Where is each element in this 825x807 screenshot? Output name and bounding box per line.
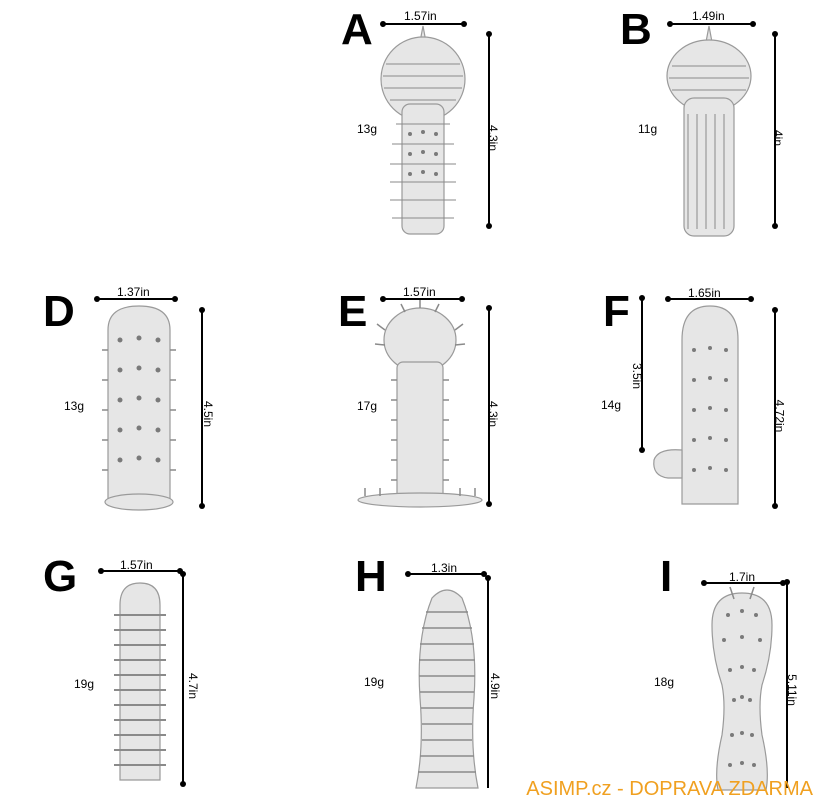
- dimension-endpoint: [639, 295, 645, 301]
- dimension-endpoint: [172, 296, 178, 302]
- dimension-endpoint: [772, 31, 778, 37]
- panel-letter: G: [43, 552, 78, 601]
- length-dimension-line: [488, 308, 490, 504]
- weight-label: 17g: [357, 399, 378, 413]
- length-dimension-line: [774, 34, 776, 226]
- product-image-g: [114, 582, 166, 781]
- length-label: 5.11in: [784, 674, 799, 706]
- length-dimension-line: [488, 34, 490, 226]
- dimension-endpoint: [380, 21, 386, 27]
- product-image-d: [102, 305, 176, 511]
- product-image-a: [380, 25, 466, 235]
- width-dimension-line: [383, 23, 465, 25]
- weight-label: 18g: [654, 675, 675, 689]
- dimension-endpoint: [486, 305, 492, 311]
- dimension-endpoint: [780, 580, 786, 586]
- dimension-endpoint: [639, 447, 645, 453]
- length-label: 4.5in: [201, 400, 216, 428]
- dimension-endpoint: [405, 571, 411, 577]
- panel-letter: D: [43, 287, 75, 336]
- dimension-endpoint: [772, 223, 778, 229]
- width-dimension-line: [670, 23, 754, 25]
- dimension-endpoint: [784, 579, 790, 585]
- length-label: 4.7in: [186, 672, 201, 700]
- dimension-endpoint: [180, 571, 186, 577]
- panel-letter: B: [620, 5, 652, 54]
- dimension-endpoint: [481, 571, 487, 577]
- length-dimension-line: [774, 310, 776, 506]
- dimension-endpoint: [98, 568, 104, 574]
- dimension-endpoint: [667, 21, 673, 27]
- length-dimension-line: [201, 310, 203, 506]
- weight-label: 13g: [64, 399, 85, 413]
- width-dimension-line: [704, 582, 784, 584]
- panel-letter: I: [660, 552, 673, 601]
- width-dimension-line: [101, 570, 181, 572]
- product-image-e: [357, 300, 483, 508]
- weight-label: 19g: [74, 677, 95, 691]
- length-dimension-line: [487, 578, 489, 788]
- product-image-b: [666, 25, 752, 237]
- dimension-endpoint: [461, 21, 467, 27]
- dimension-endpoint: [180, 781, 186, 787]
- dimension-endpoint: [380, 296, 386, 302]
- dimension-endpoint: [199, 307, 205, 313]
- width-dimension-line: [408, 573, 485, 575]
- length-label: 4.72in: [772, 399, 787, 433]
- panel-letter: F: [603, 287, 630, 336]
- dimension-endpoint: [486, 501, 492, 507]
- dimension-endpoint: [701, 580, 707, 586]
- dimension-endpoint: [199, 503, 205, 509]
- width-label: 1.3in: [431, 561, 458, 575]
- length-dimension-line: [786, 582, 788, 788]
- width-label: 1.57in: [403, 285, 436, 299]
- dimension-endpoint: [459, 296, 465, 302]
- product-image-h: [415, 589, 479, 789]
- dimension-endpoint: [772, 503, 778, 509]
- width-dimension-line: [668, 298, 752, 300]
- width-dimension-line: [383, 298, 463, 300]
- panel-letter: E: [338, 287, 368, 336]
- dimension-endpoint: [665, 296, 671, 302]
- length-dimension-line-secondary: [641, 298, 643, 450]
- dimension-endpoint: [486, 223, 492, 229]
- dimension-endpoint: [772, 307, 778, 313]
- length-dimension-line: [182, 574, 184, 784]
- dimension-endpoint: [486, 31, 492, 37]
- width-label: 1.57in: [120, 558, 153, 572]
- watermark-text: ASIMP.cz - DOPRAVA ZDARMA: [526, 778, 813, 800]
- width-label: 1.57in: [404, 9, 437, 23]
- length-label-secondary: 3.5in: [630, 362, 645, 390]
- weight-label: 19g: [364, 675, 385, 689]
- product-image-f: [653, 305, 739, 505]
- panel-letter: A: [341, 5, 373, 54]
- weight-label: 14g: [601, 398, 622, 412]
- dimension-endpoint: [750, 21, 756, 27]
- width-label: 1.65in: [688, 286, 721, 300]
- dimension-endpoint: [485, 575, 491, 581]
- width-dimension-line: [97, 298, 175, 300]
- length-label: 4in: [771, 129, 786, 147]
- dimension-endpoint: [748, 296, 754, 302]
- dimension-endpoint: [94, 296, 100, 302]
- width-label: 1.49in: [692, 9, 725, 23]
- weight-label: 11g: [638, 122, 658, 136]
- length-label: 4.3in: [486, 124, 501, 152]
- width-label: 1.7in: [729, 570, 756, 584]
- panel-letter: H: [355, 552, 387, 601]
- width-label: 1.37in: [117, 285, 150, 299]
- product-image-i: [711, 586, 773, 791]
- length-label: 4.3in: [486, 400, 501, 428]
- weight-label: 13g: [357, 122, 378, 136]
